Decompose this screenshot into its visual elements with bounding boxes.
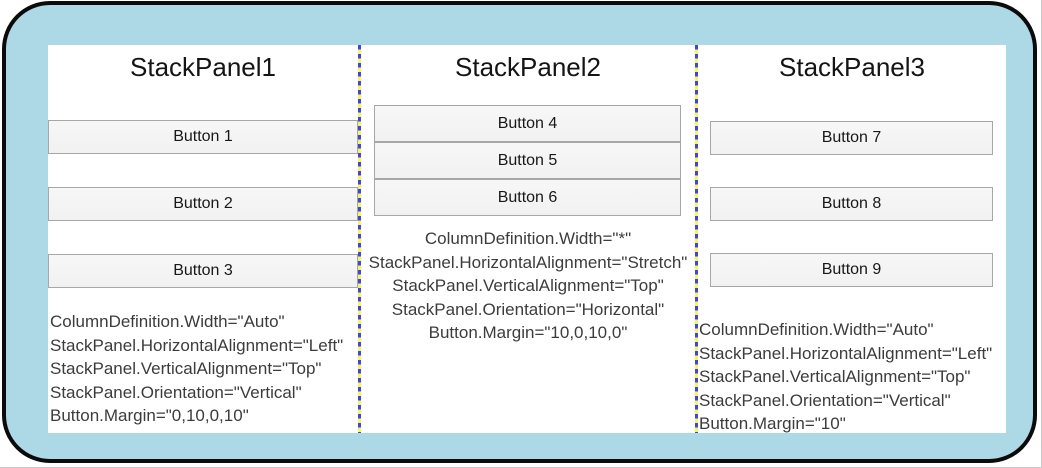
property-line: Button.Margin="0,10,0,10" [50, 406, 249, 425]
panel-title: StackPanel1 [130, 52, 276, 82]
stackpanel2-column: StackPanel2 Button 4 Button 5 Button 6 C… [361, 45, 695, 433]
property-line: StackPanel.HorizontalAlignment="Left" [50, 335, 344, 355]
stackpanel3-column: StackPanel3 Button 7 Button 8 Button 9 C… [698, 45, 1006, 433]
property-line: StackPanel.Orientation="Vertical" [50, 382, 302, 402]
panel-title: StackPanel2 [455, 52, 601, 82]
button-1[interactable]: Button 1 [48, 120, 358, 154]
button-6[interactable]: Button 6 [374, 179, 681, 216]
button-5[interactable]: Button 5 [374, 142, 681, 179]
button-9[interactable]: Button 9 [710, 253, 993, 287]
property-line: Button.Margin="10,0,10,0" [428, 323, 628, 342]
stackpanel2-properties: ColumnDefinition.Width="*" StackPanel.Ho… [361, 227, 695, 345]
column-separator-1 [358, 45, 361, 433]
button-7[interactable]: Button 7 [710, 121, 993, 155]
column-separator-2 [695, 45, 698, 433]
stackpanel3-button-stack: Button 7 Button 8 Button 9 [710, 121, 993, 287]
stackpanel1-properties: ColumnDefinition.Width="Auto" StackPanel… [48, 310, 358, 428]
grid-content-area: StackPanel1 Button 1 Button 2 Button 3 C… [48, 45, 1006, 433]
panel-title: StackPanel3 [779, 52, 925, 82]
property-line: StackPanel.VerticalAlignment="Top" [699, 367, 971, 386]
button-8[interactable]: Button 8 [710, 187, 993, 221]
property-line: ColumnDefinition.Width="Auto" [50, 312, 285, 331]
property-line: ColumnDefinition.Width="*" [424, 229, 632, 248]
property-line: StackPanel.HorizontalAlignment="Stretch" [368, 252, 688, 272]
button-4[interactable]: Button 4 [374, 105, 681, 142]
button-3[interactable]: Button 3 [48, 254, 358, 288]
property-line: ColumnDefinition.Width="Auto" [699, 320, 934, 339]
property-line: StackPanel.Orientation="Vertical" [699, 390, 951, 410]
property-line: StackPanel.VerticalAlignment="Top" [50, 359, 322, 378]
stackpanel2-button-stack: Button 4 Button 5 Button 6 [374, 105, 681, 216]
button-2[interactable]: Button 2 [48, 187, 358, 221]
stackpanel3-properties: ColumnDefinition.Width="Auto" StackPanel… [698, 318, 1006, 436]
property-line: StackPanel.VerticalAlignment="Top" [392, 276, 664, 295]
property-line: StackPanel.HorizontalAlignment="Left" [699, 343, 993, 363]
stackpanel1-button-stack: Button 1 Button 2 Button 3 [48, 120, 358, 288]
property-line: Button.Margin="10" [699, 414, 846, 433]
property-line: StackPanel.Orientation="Horizontal" [391, 299, 665, 319]
stackpanel1-column: StackPanel1 Button 1 Button 2 Button 3 C… [48, 45, 358, 433]
